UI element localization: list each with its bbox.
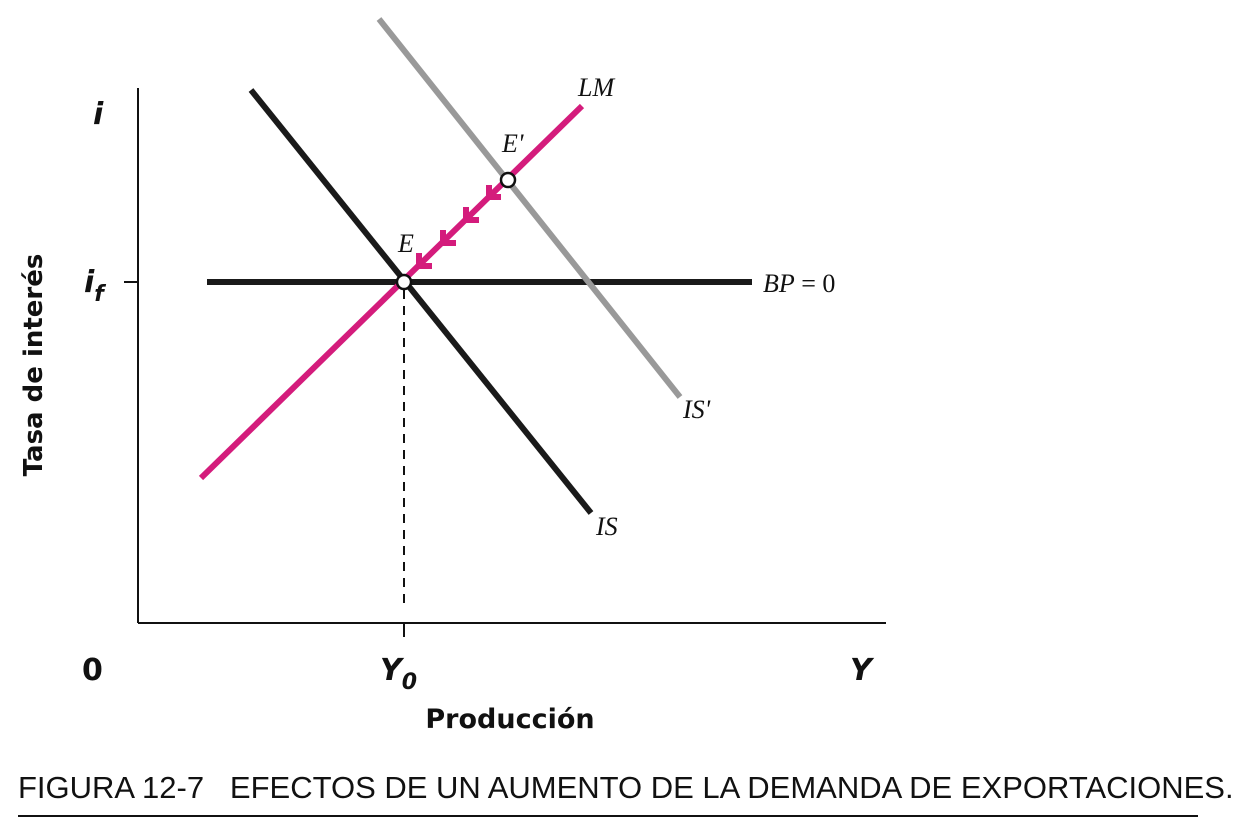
arrow-head-4 (416, 253, 432, 269)
caption-rule (18, 815, 1198, 817)
y0-level-main: Y (380, 653, 405, 688)
y-axis-title: Tasa de interés (19, 254, 49, 477)
point-e-prime-label: E' (501, 129, 524, 158)
figure-canvas: Tasa de interés i if 0 Y0 Y Producción L… (19, 17, 886, 735)
point-e-prime (499, 171, 517, 189)
if-level-label: if (84, 265, 106, 307)
y0-level-label: Y0 (380, 653, 417, 695)
x-axis-symbol: Y (850, 653, 875, 688)
bp-label-rest: = 0 (795, 269, 836, 298)
y-axis-symbol: i (93, 97, 104, 132)
bp-label-italic: BP (763, 269, 795, 298)
figure-caption: FIGURA 12-7 EFECTOS DE UN AUMENTO DE LA … (18, 770, 1234, 805)
is-shifted-label: IS' (682, 395, 711, 424)
if-level-main: i (84, 265, 95, 300)
arrow-head-2 (463, 207, 479, 223)
lm-label: LM (577, 73, 615, 102)
point-e (395, 273, 413, 291)
is-curve (248, 88, 594, 515)
is-label: IS (595, 512, 618, 541)
adjustment-arrows (416, 185, 501, 269)
arrow-head-1 (486, 185, 501, 200)
is-shifted-curve (376, 17, 683, 399)
if-level-sub: f (94, 282, 106, 307)
origin-label: 0 (82, 653, 103, 688)
arrow-head-3 (440, 230, 456, 246)
point-e-label: E (397, 229, 414, 258)
bp-label: BP = 0 (763, 269, 835, 298)
lm-curve (198, 103, 585, 481)
x-axis-title: Producción (425, 704, 594, 735)
y0-level-sub: 0 (402, 670, 417, 695)
